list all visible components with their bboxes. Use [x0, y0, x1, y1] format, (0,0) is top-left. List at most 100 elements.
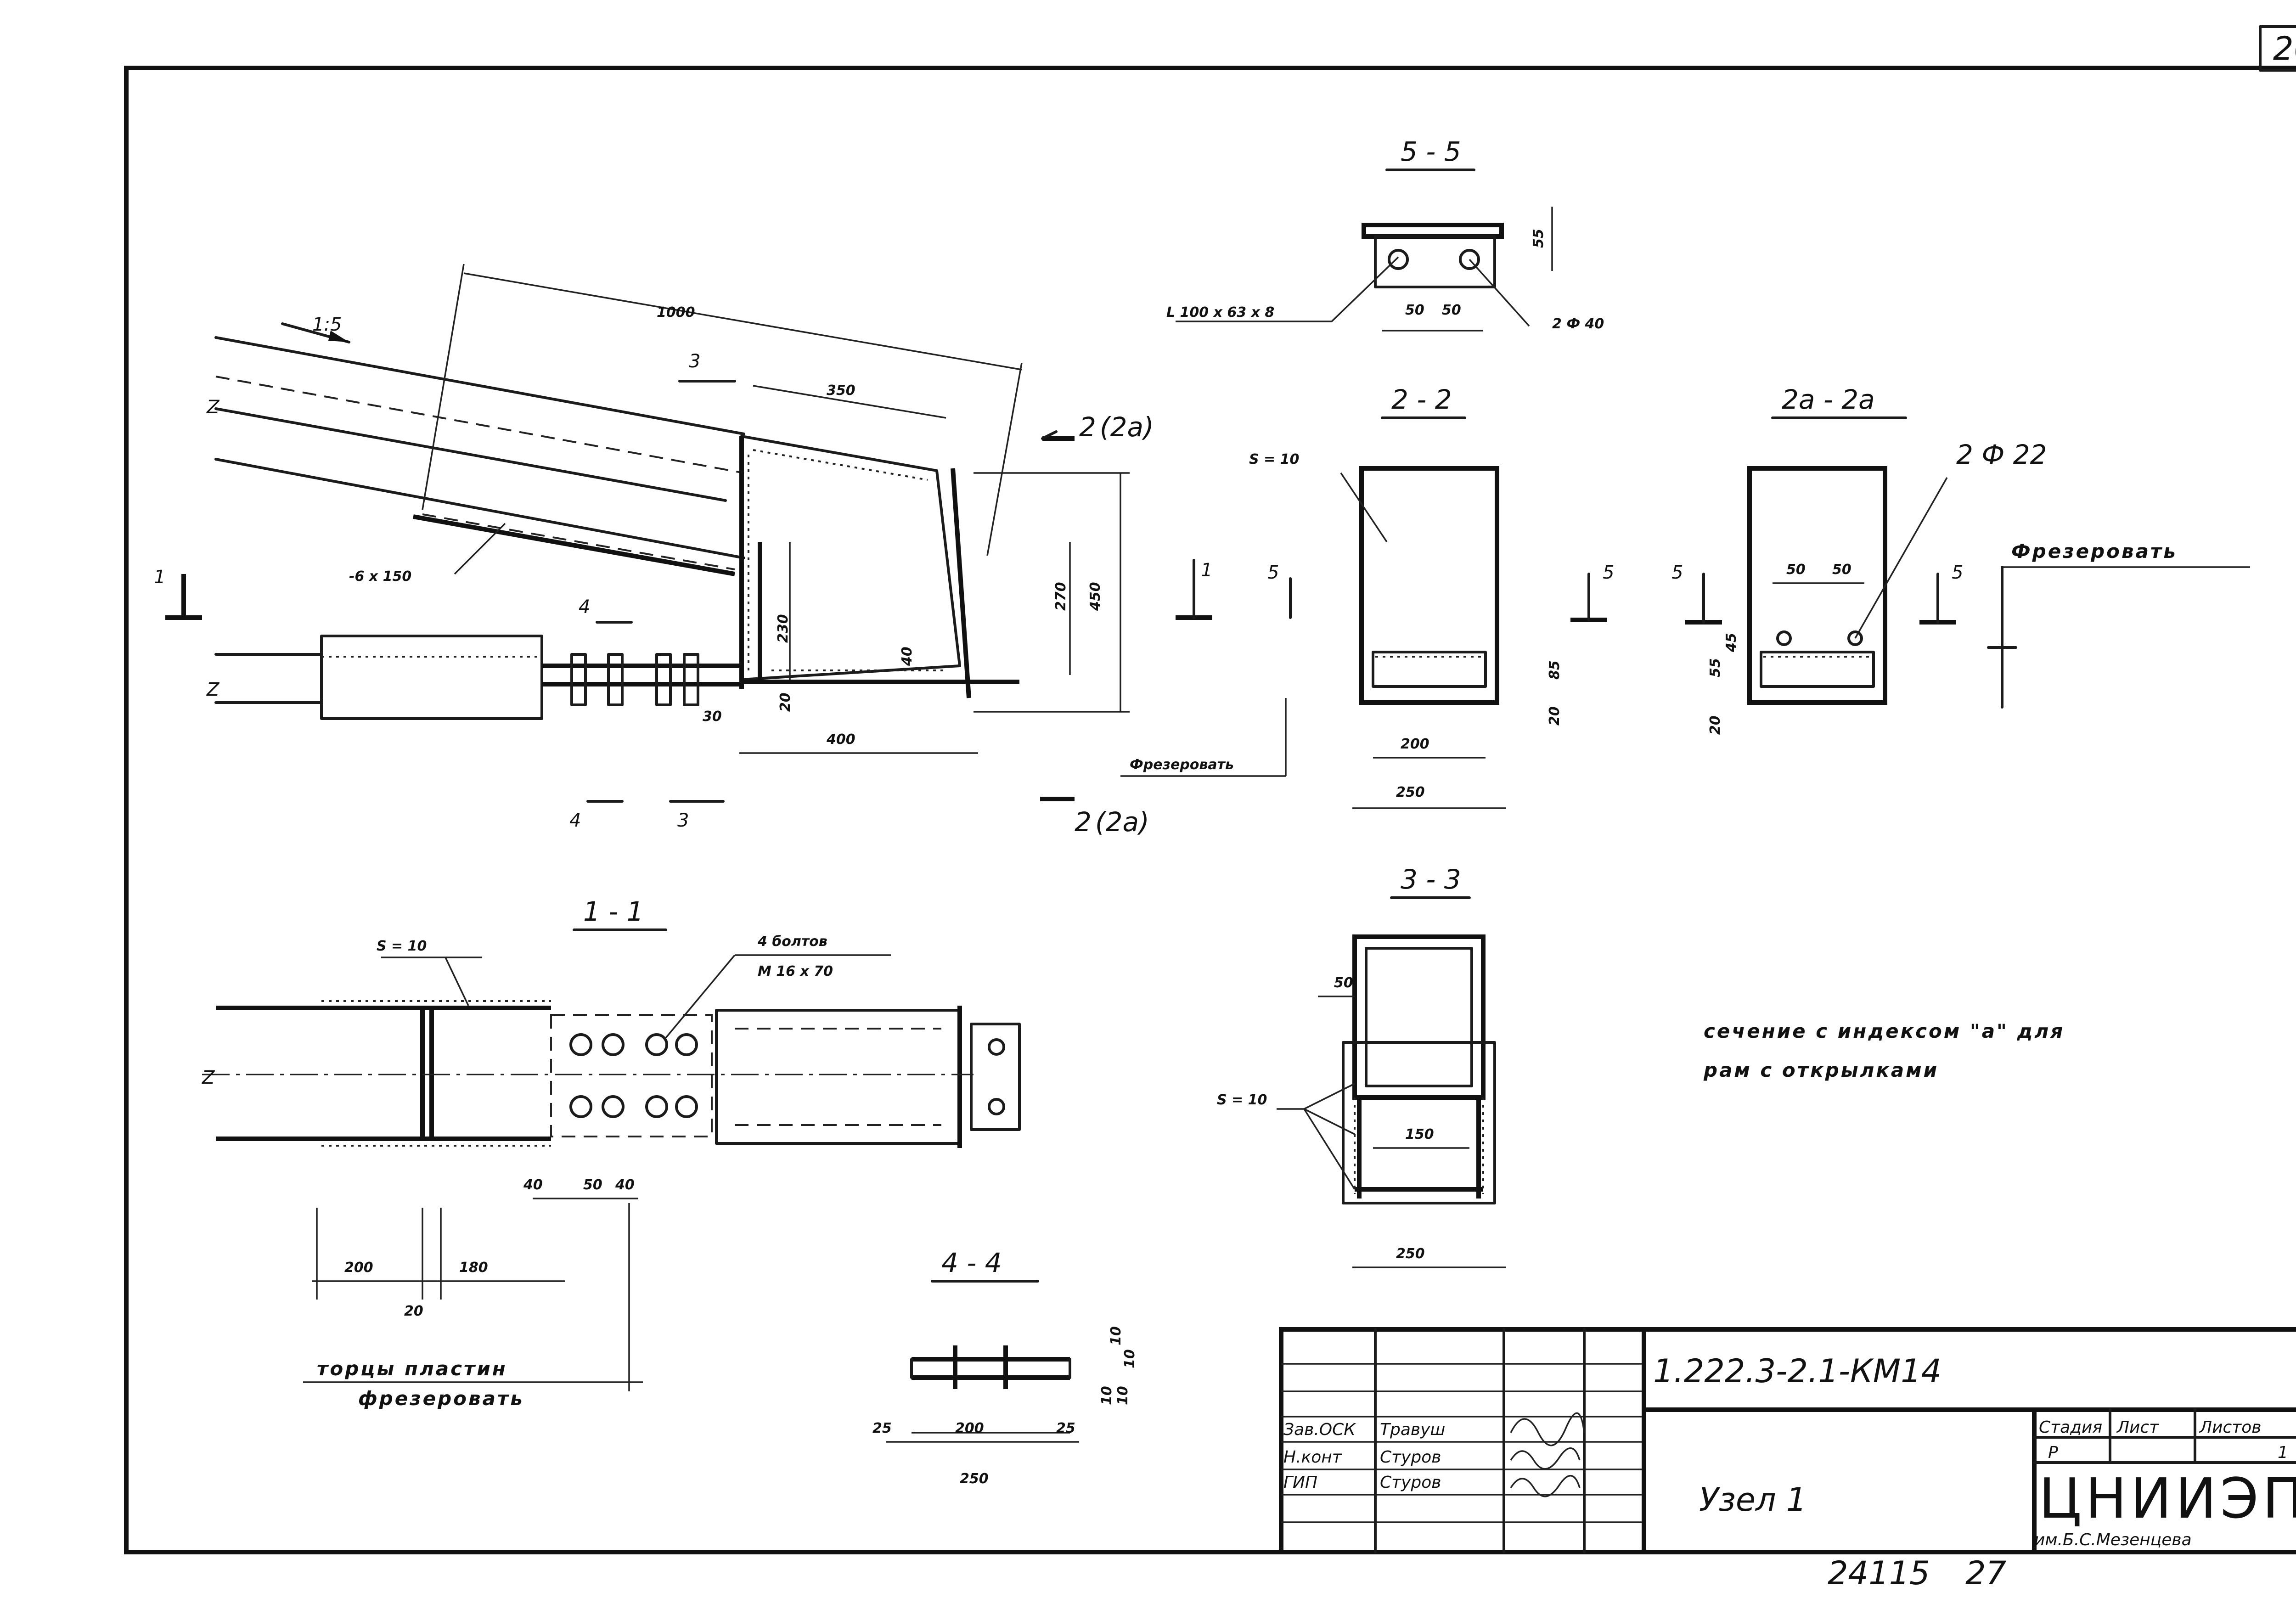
bolt-group-11	[569, 1033, 698, 1118]
dim-250-33: 250	[1396, 1246, 1425, 1262]
dim-20-22: 20	[1547, 706, 1563, 726]
dim-230: 230	[775, 614, 791, 643]
stage-value: Р	[2048, 1443, 2058, 1462]
general-note: сечение с индексом "а" для рам с открылк…	[1703, 1020, 2065, 1081]
bolts-line2: М 16 х 70	[758, 963, 833, 979]
cut-3-bottom: 3	[677, 810, 689, 831]
dim-50-11: 50	[583, 1177, 602, 1193]
sheets-header: Листов	[2199, 1418, 2261, 1437]
page-number: 26	[2273, 30, 2296, 68]
dim-200-44: 200	[955, 1420, 984, 1436]
note-line1: сечение с индексом "а" для	[1704, 1020, 2065, 1042]
dim-40a-11: 40	[523, 1177, 543, 1193]
section-2-2-title: 2 - 2	[1391, 384, 1452, 415]
section-1-1-title: 1 - 1	[583, 896, 644, 927]
bottom-number-2: 27	[1965, 1554, 2006, 1592]
dim-50b-2a: 50	[1832, 562, 1851, 578]
note-ends-line1: торцы пластин	[317, 1357, 507, 1380]
dim-10a-44: 10	[1108, 1326, 1124, 1345]
note-line2: рам с открылками	[1703, 1059, 1939, 1081]
dim-20-main: 20	[777, 692, 793, 712]
dim-20-2a: 20	[1707, 715, 1723, 735]
dim-25a-44: 25	[872, 1420, 892, 1436]
dim-40-main: 40	[899, 647, 915, 666]
section-2-2: 2 - 2 S = 10 200 250 85 20 1 5 5	[1176, 384, 1614, 809]
cut-5b-2a: 5	[1952, 562, 1963, 583]
bottom-number-1: 24115	[1828, 1554, 1930, 1592]
dim-50b-55: 50	[1442, 302, 1461, 318]
dim-450: 450	[1087, 582, 1103, 611]
dim-1000: 1000	[657, 304, 695, 321]
name-1: Стуров	[1380, 1448, 1441, 1467]
cut-2a-top: (2a)	[1100, 411, 1154, 443]
dim-45-2a: 45	[1723, 633, 1739, 653]
angle-label: L 100 x 63 x 8	[1166, 304, 1274, 321]
dim-250-22: 250	[1396, 784, 1425, 800]
dim-200-11: 200	[344, 1260, 373, 1276]
thickness-11: S = 10	[377, 938, 427, 954]
dim-200-22: 200	[1401, 736, 1429, 752]
cut-5a-2a: 5	[1671, 562, 1683, 583]
dim-180-11: 180	[459, 1260, 488, 1276]
stage-header: Стадия	[2039, 1418, 2102, 1437]
section-4-4: 4 - 4 25 200 25 250 10 10 10 10	[872, 1247, 1138, 1487]
bolts-line1: 4 болтов	[757, 934, 827, 950]
dim-20-11: 20	[404, 1303, 423, 1319]
bolt-group-main	[570, 653, 699, 706]
dim-10c-44: 10	[1099, 1386, 1115, 1405]
dim-50a-2a: 50	[1786, 562, 1806, 578]
org-sub: им.Б.С.Мезенцева	[2034, 1530, 2192, 1549]
cut-4-bottom: 4	[569, 810, 581, 831]
dim-10d-44: 10	[1115, 1386, 1131, 1405]
section-5-5-title: 5 - 5	[1401, 136, 1461, 167]
dim-350: 350	[827, 383, 855, 399]
sheet-header: Лист	[2116, 1418, 2159, 1437]
doc-code: 1.222.3-2.1-КМ14	[1653, 1352, 1941, 1390]
main-elevation-view: Z 1:5 1000 350 450 270 230 40 20 30	[154, 264, 1287, 838]
drawing-title: Узел 1	[1699, 1481, 1806, 1519]
role-0: Зав.ОСК	[1283, 1420, 1356, 1439]
section-2a-title: 2a - 2a	[1782, 384, 1875, 415]
cut-4-top: 4	[579, 596, 590, 618]
thickness-22: S = 10	[1249, 451, 1299, 467]
section-3-3-title: 3 - 3	[1401, 864, 1461, 895]
plate-label: -6 x 150	[349, 568, 411, 585]
cut-3-top: 3	[689, 351, 700, 372]
dim-40b-11: 40	[615, 1177, 635, 1193]
cut-5b-22: 5	[1603, 562, 1614, 583]
slope-label: 1:5	[312, 314, 342, 335]
dim-150-33: 150	[1405, 1126, 1434, 1142]
axis-z-lower: Z	[206, 679, 220, 700]
dim-400: 400	[826, 731, 855, 748]
note-ends-line2: фрезеровать	[358, 1387, 524, 1410]
section-4-4-title: 4 - 4	[941, 1247, 1002, 1278]
role-2: ГИП	[1283, 1473, 1317, 1492]
cut-2-top: 2	[1079, 411, 1096, 443]
sheet-frame: 26	[124, 25, 2296, 1554]
axis-z-11: Z	[202, 1067, 215, 1088]
holes-label-55: 2 Ф 40	[1552, 316, 1604, 332]
name-0: Травуш	[1380, 1420, 1445, 1439]
thickness-33: S = 10	[1217, 1092, 1267, 1108]
sheets-value: 1	[2278, 1443, 2288, 1462]
section-5-5: 5 - 5 L 100 x 63 x 8 2 Ф 40 50 50 55	[1166, 136, 1604, 332]
holes-label-2a: 2 Ф 22	[1956, 439, 2047, 470]
cut-2-bottom: 2	[1075, 806, 1092, 838]
dim-30-main: 30	[703, 709, 722, 725]
dim-55-2a: 55	[1707, 658, 1723, 677]
cut-1-22: 1	[1201, 560, 1212, 581]
dim-50-33: 50	[1334, 975, 1353, 991]
dim-270: 270	[1053, 582, 1069, 611]
mill-label-main: Фрезеровать	[1130, 757, 1234, 773]
axis-z-main: Z	[206, 397, 220, 418]
dim-250-44: 250	[960, 1471, 989, 1487]
section-2a-2a: 2a - 2a 2 Ф 22 50 50 55 45 20 5 5 Фрезер…	[1671, 384, 2250, 735]
name-2: Стуров	[1380, 1473, 1441, 1492]
cut-1-main: 1	[154, 567, 165, 588]
section-3-3: 3 - 3 50 150 250 S = 10	[1217, 864, 1506, 1268]
mill-label-2a: Фрезеровать	[2011, 540, 2178, 563]
cut-5a-22: 5	[1267, 562, 1279, 583]
dim-25b-44: 25	[1056, 1420, 1075, 1436]
dim-50a-55: 50	[1405, 302, 1424, 318]
